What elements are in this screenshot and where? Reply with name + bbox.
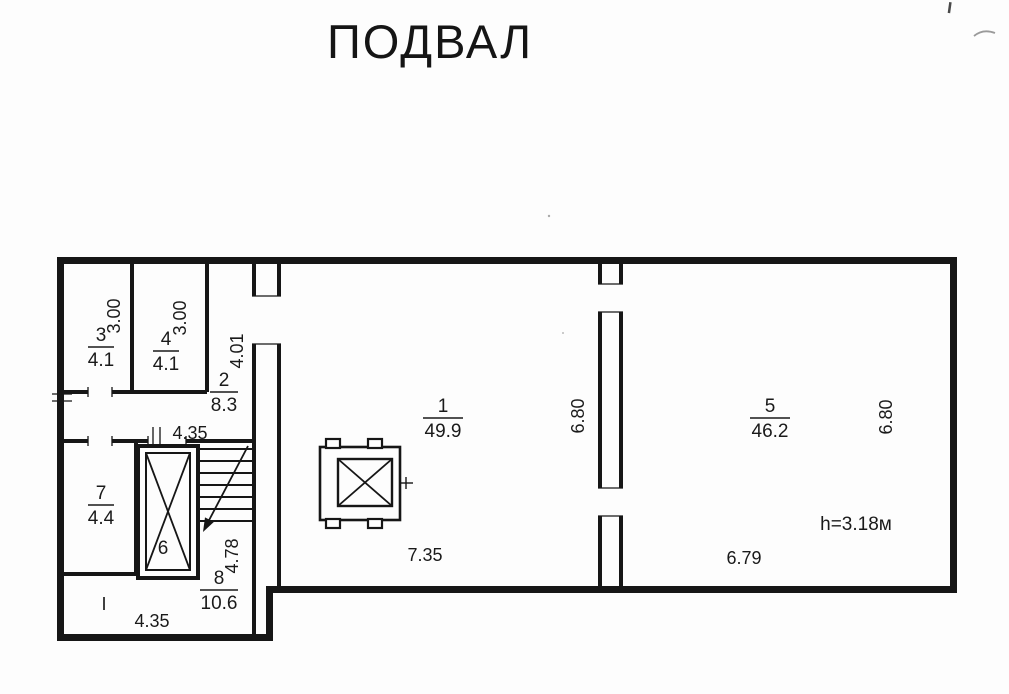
equipment-tab (366, 437, 384, 450)
dimension-label: 6.79 (726, 548, 761, 568)
dimension-labels: 3.00 3.00 4.01 4.35 4.78 4.35 I 7.35 6.8… (101, 298, 896, 631)
room-area: 10.6 (201, 593, 238, 614)
dimension-label: 6.80 (568, 398, 588, 433)
equipment-tab (366, 517, 384, 530)
room-area: 46.2 (752, 421, 789, 442)
room-number: 3 (96, 325, 107, 346)
room-number: 2 (219, 370, 230, 391)
entrance-mark: I (101, 594, 106, 614)
dimension-label: 6.80 (876, 399, 896, 434)
equipment-unit (318, 437, 413, 530)
outer-walls (57, 257, 957, 641)
equipment-inner (336, 457, 394, 508)
staircase (200, 445, 252, 532)
room-number: 6 (158, 538, 169, 559)
room-area: 8.3 (211, 395, 237, 416)
room-number: 4 (161, 329, 172, 350)
equipment-cross (337, 458, 393, 507)
dimension-label: 3.00 (170, 300, 190, 335)
equipment-tab (324, 437, 342, 450)
dimension-label: 7.35 (407, 545, 442, 565)
stair-direction-arrow (203, 517, 214, 532)
interior-walls (60, 260, 623, 637)
stair-direction-line (205, 445, 249, 527)
room-number: 8 (214, 568, 225, 589)
room-area: 4.4 (88, 508, 115, 529)
room-area: 4.1 (88, 350, 114, 371)
page-title: ПОДВАЛ (327, 15, 534, 68)
building-outline (57, 257, 957, 641)
dimension-label: 3.00 (104, 298, 124, 333)
scan-artifact (547, 1, 996, 334)
room-number: 1 (438, 396, 449, 417)
dimension-label: 4.01 (227, 333, 247, 368)
dimension-label: 4.35 (172, 423, 207, 443)
room-area: 49.9 (425, 421, 462, 442)
room-labels: 1 49.9 5 46.2 3 4.1 4 4.1 2 8.3 7 4.4 6 … (88, 325, 790, 614)
elevator-shaft (136, 444, 200, 580)
elevator-shaft-outer (136, 444, 200, 580)
dimension-label: 4.78 (222, 538, 242, 573)
equipment-tab (324, 517, 342, 530)
dimension-label: 4.35 (134, 611, 169, 631)
room-number: 7 (96, 483, 107, 504)
ceiling-height-note: h=3.18м (820, 514, 892, 535)
room-area: 4.1 (153, 354, 179, 375)
door-jambs (52, 283, 623, 517)
elevator-car (145, 452, 191, 571)
room-number: 5 (765, 396, 776, 417)
elevator-cross (145, 452, 191, 571)
